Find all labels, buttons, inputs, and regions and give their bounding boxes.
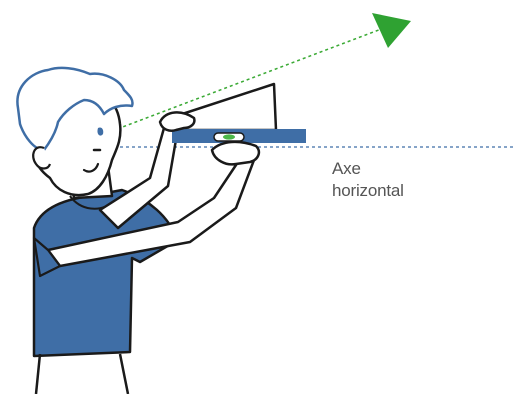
front-hand [212, 142, 259, 164]
axis-label: Axe horizontal [332, 158, 404, 202]
back-hand [160, 112, 194, 130]
right-leg [120, 354, 128, 394]
axis-label-line1: Axe [332, 158, 404, 180]
axis-label-line2: horizontal [332, 180, 404, 202]
bubble-icon [223, 134, 235, 139]
left-leg [36, 354, 40, 394]
